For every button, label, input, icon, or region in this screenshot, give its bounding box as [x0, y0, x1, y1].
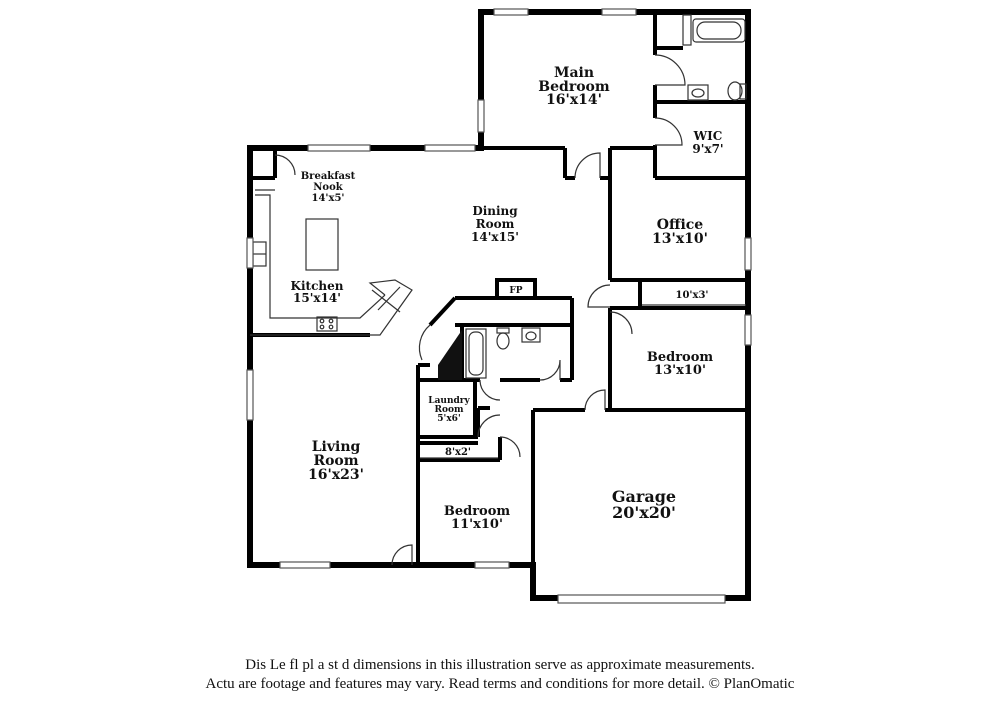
- disclaimer-line-1: Dis Le fl pl a st d dimensions in this i…: [245, 657, 755, 673]
- bedroom-east-name: Bedroom: [647, 350, 714, 365]
- office-size: 13'x10': [652, 231, 708, 247]
- garage-name: Garage: [612, 487, 676, 506]
- fireplace-label: FP: [509, 286, 522, 296]
- garage-size: 20'x20': [612, 503, 676, 522]
- doors: [274, 54, 686, 566]
- closet-10x3-size: 10'x3': [676, 290, 709, 301]
- breakfast-nook-name-2: Nook: [313, 182, 343, 193]
- bedroom-south-name: Bedroom: [444, 504, 511, 519]
- bedroom-south-size: 11'x10': [451, 517, 503, 532]
- disclaimer: Dis Le fl pl a st d dimensions in this i…: [0, 656, 1000, 694]
- laundry-room-name-2: Room: [434, 405, 463, 415]
- breakfast-nook-size: 14'x5': [312, 193, 345, 204]
- windows: [246, 8, 752, 604]
- main-bedroom-size: 16'x14': [546, 92, 602, 108]
- main-bedroom-name-1: Main: [554, 65, 594, 81]
- closet-fill: [438, 330, 462, 380]
- laundry-room-name-1: Laundry: [428, 396, 470, 406]
- fixtures: [250, 14, 747, 459]
- wic-size: 9'x7': [692, 142, 723, 156]
- living-room-name-1: Living: [312, 439, 361, 455]
- living-room-size: 16'x23': [308, 467, 364, 483]
- bedroom-east-size: 13'x10': [654, 363, 706, 378]
- main-bedroom-name-2: Bedroom: [538, 79, 610, 95]
- wic-name: WIC: [693, 129, 723, 143]
- breakfast-nook-name-1: Breakfast: [301, 171, 356, 182]
- kitchen-size: 15'x14': [293, 291, 341, 305]
- disclaimer-line-2: Actu are footage and features may vary. …: [205, 676, 795, 692]
- dining-room-name-1: Dining: [472, 204, 518, 218]
- dining-room-name-2: Room: [476, 217, 515, 231]
- closet-8x2-size: 8'x2': [445, 447, 471, 458]
- office-name: Office: [657, 217, 704, 233]
- room-labels: Main Bedroom 16'x14' WIC 9'x7' Breakfast…: [291, 65, 724, 532]
- kitchen-name: Kitchen: [291, 279, 344, 293]
- dining-room-size: 14'x15': [471, 230, 519, 244]
- living-room-name-2: Room: [313, 453, 358, 469]
- laundry-room-size: 5'x6': [437, 414, 460, 424]
- interior-walls: [250, 12, 748, 598]
